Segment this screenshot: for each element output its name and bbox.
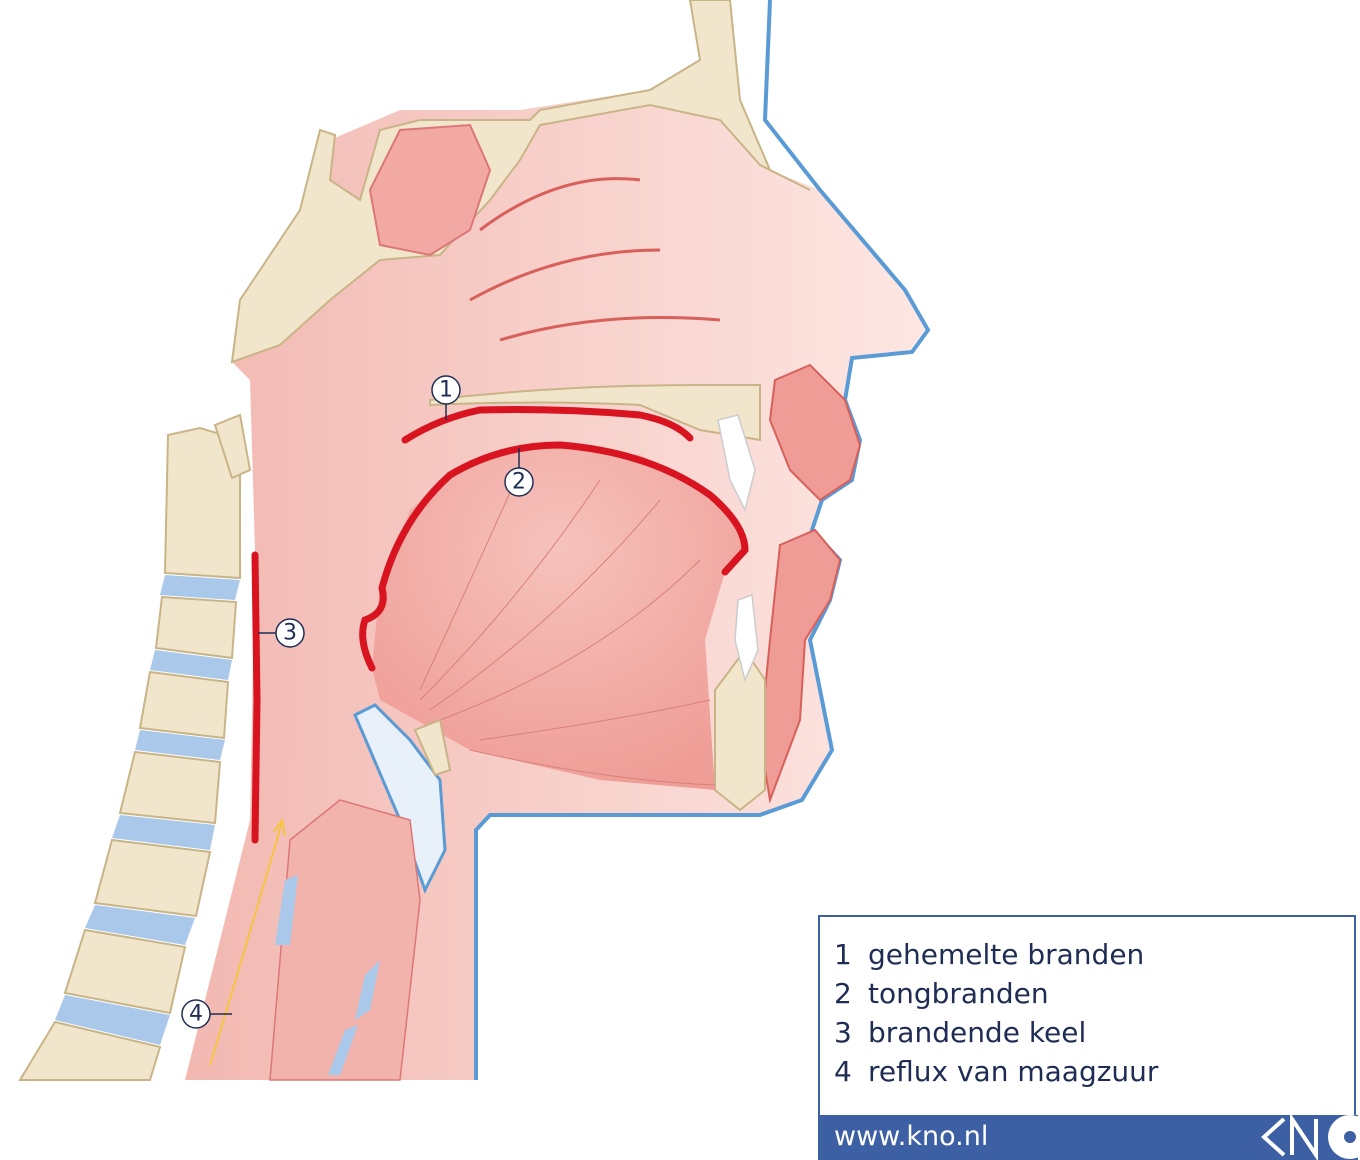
- legend-item: 3 brandende keel: [834, 1013, 1354, 1052]
- burn-line-palate: [401, 406, 694, 444]
- reflux-arrow: [209, 817, 286, 1066]
- tongue: [372, 445, 745, 790]
- legend-label: reflux van maagzuur: [868, 1055, 1159, 1088]
- burn-line-throat: [251, 551, 261, 844]
- legend-list: 1 gehemelte branden 2 tongbranden 3 branden…: [820, 917, 1354, 1091]
- legend-label: tongbranden: [868, 977, 1049, 1010]
- burn-line-tongue: [359, 441, 749, 672]
- legend-label: gehemelte branden: [868, 938, 1145, 971]
- legend-label: brandende keel: [868, 1016, 1087, 1049]
- callout-1: 1: [431, 375, 461, 405]
- callout-number: 1: [439, 378, 453, 403]
- spine: [18, 413, 252, 1081]
- legend-number: 4: [834, 1055, 852, 1088]
- callout-3: 3: [275, 618, 305, 648]
- callout-4: 4: [181, 999, 211, 1029]
- lower-tooth: [734, 593, 759, 683]
- legend-number: 3: [834, 1016, 852, 1049]
- face-outline: [474, 0, 931, 1080]
- trachea-cartilage: [275, 875, 380, 1075]
- callout-2: 2: [504, 467, 534, 497]
- legend-number: 2: [834, 977, 852, 1010]
- tongue-muscle-fibers: [419, 469, 716, 786]
- vertebra: [63, 928, 187, 1015]
- trachea: [269, 799, 421, 1081]
- vertebra: [138, 670, 230, 740]
- legend-item: 4 reflux van maagzuur: [834, 1052, 1354, 1091]
- intervertebral-disc: [112, 815, 215, 850]
- upper-lip: [768, 363, 862, 502]
- nasal-turbinate: [469, 177, 721, 342]
- atlas-process: [213, 413, 252, 480]
- intervertebral-disc: [55, 995, 170, 1045]
- legend-item: 1 gehemelte branden: [834, 935, 1354, 974]
- upper-tooth: [717, 414, 756, 513]
- callout-number: 2: [512, 470, 526, 495]
- vertebra: [154, 595, 238, 660]
- callout-leaders: [210, 403, 520, 1015]
- vertebra: [163, 426, 241, 580]
- intervertebral-disc: [160, 575, 240, 600]
- kno-logo: [1261, 1115, 1358, 1160]
- legend-item: 2 tongbranden: [834, 974, 1354, 1013]
- hyoid-bone: [413, 718, 452, 777]
- hard-palate-bone: [429, 384, 761, 442]
- intervertebral-disc: [150, 650, 232, 680]
- vertebra: [93, 838, 212, 918]
- callout-number: 3: [283, 621, 297, 646]
- website-link[interactable]: www.kno.nl: [834, 1121, 989, 1152]
- intervertebral-disc: [85, 905, 195, 945]
- callout-number: 4: [189, 1002, 203, 1027]
- intervertebral-disc: [135, 730, 225, 760]
- legend-number: 1: [834, 938, 852, 971]
- vertebra: [118, 750, 222, 825]
- legend-footer: www.kno.nl: [818, 1115, 1358, 1160]
- sinus: [368, 123, 492, 257]
- vertebra: [18, 1020, 162, 1081]
